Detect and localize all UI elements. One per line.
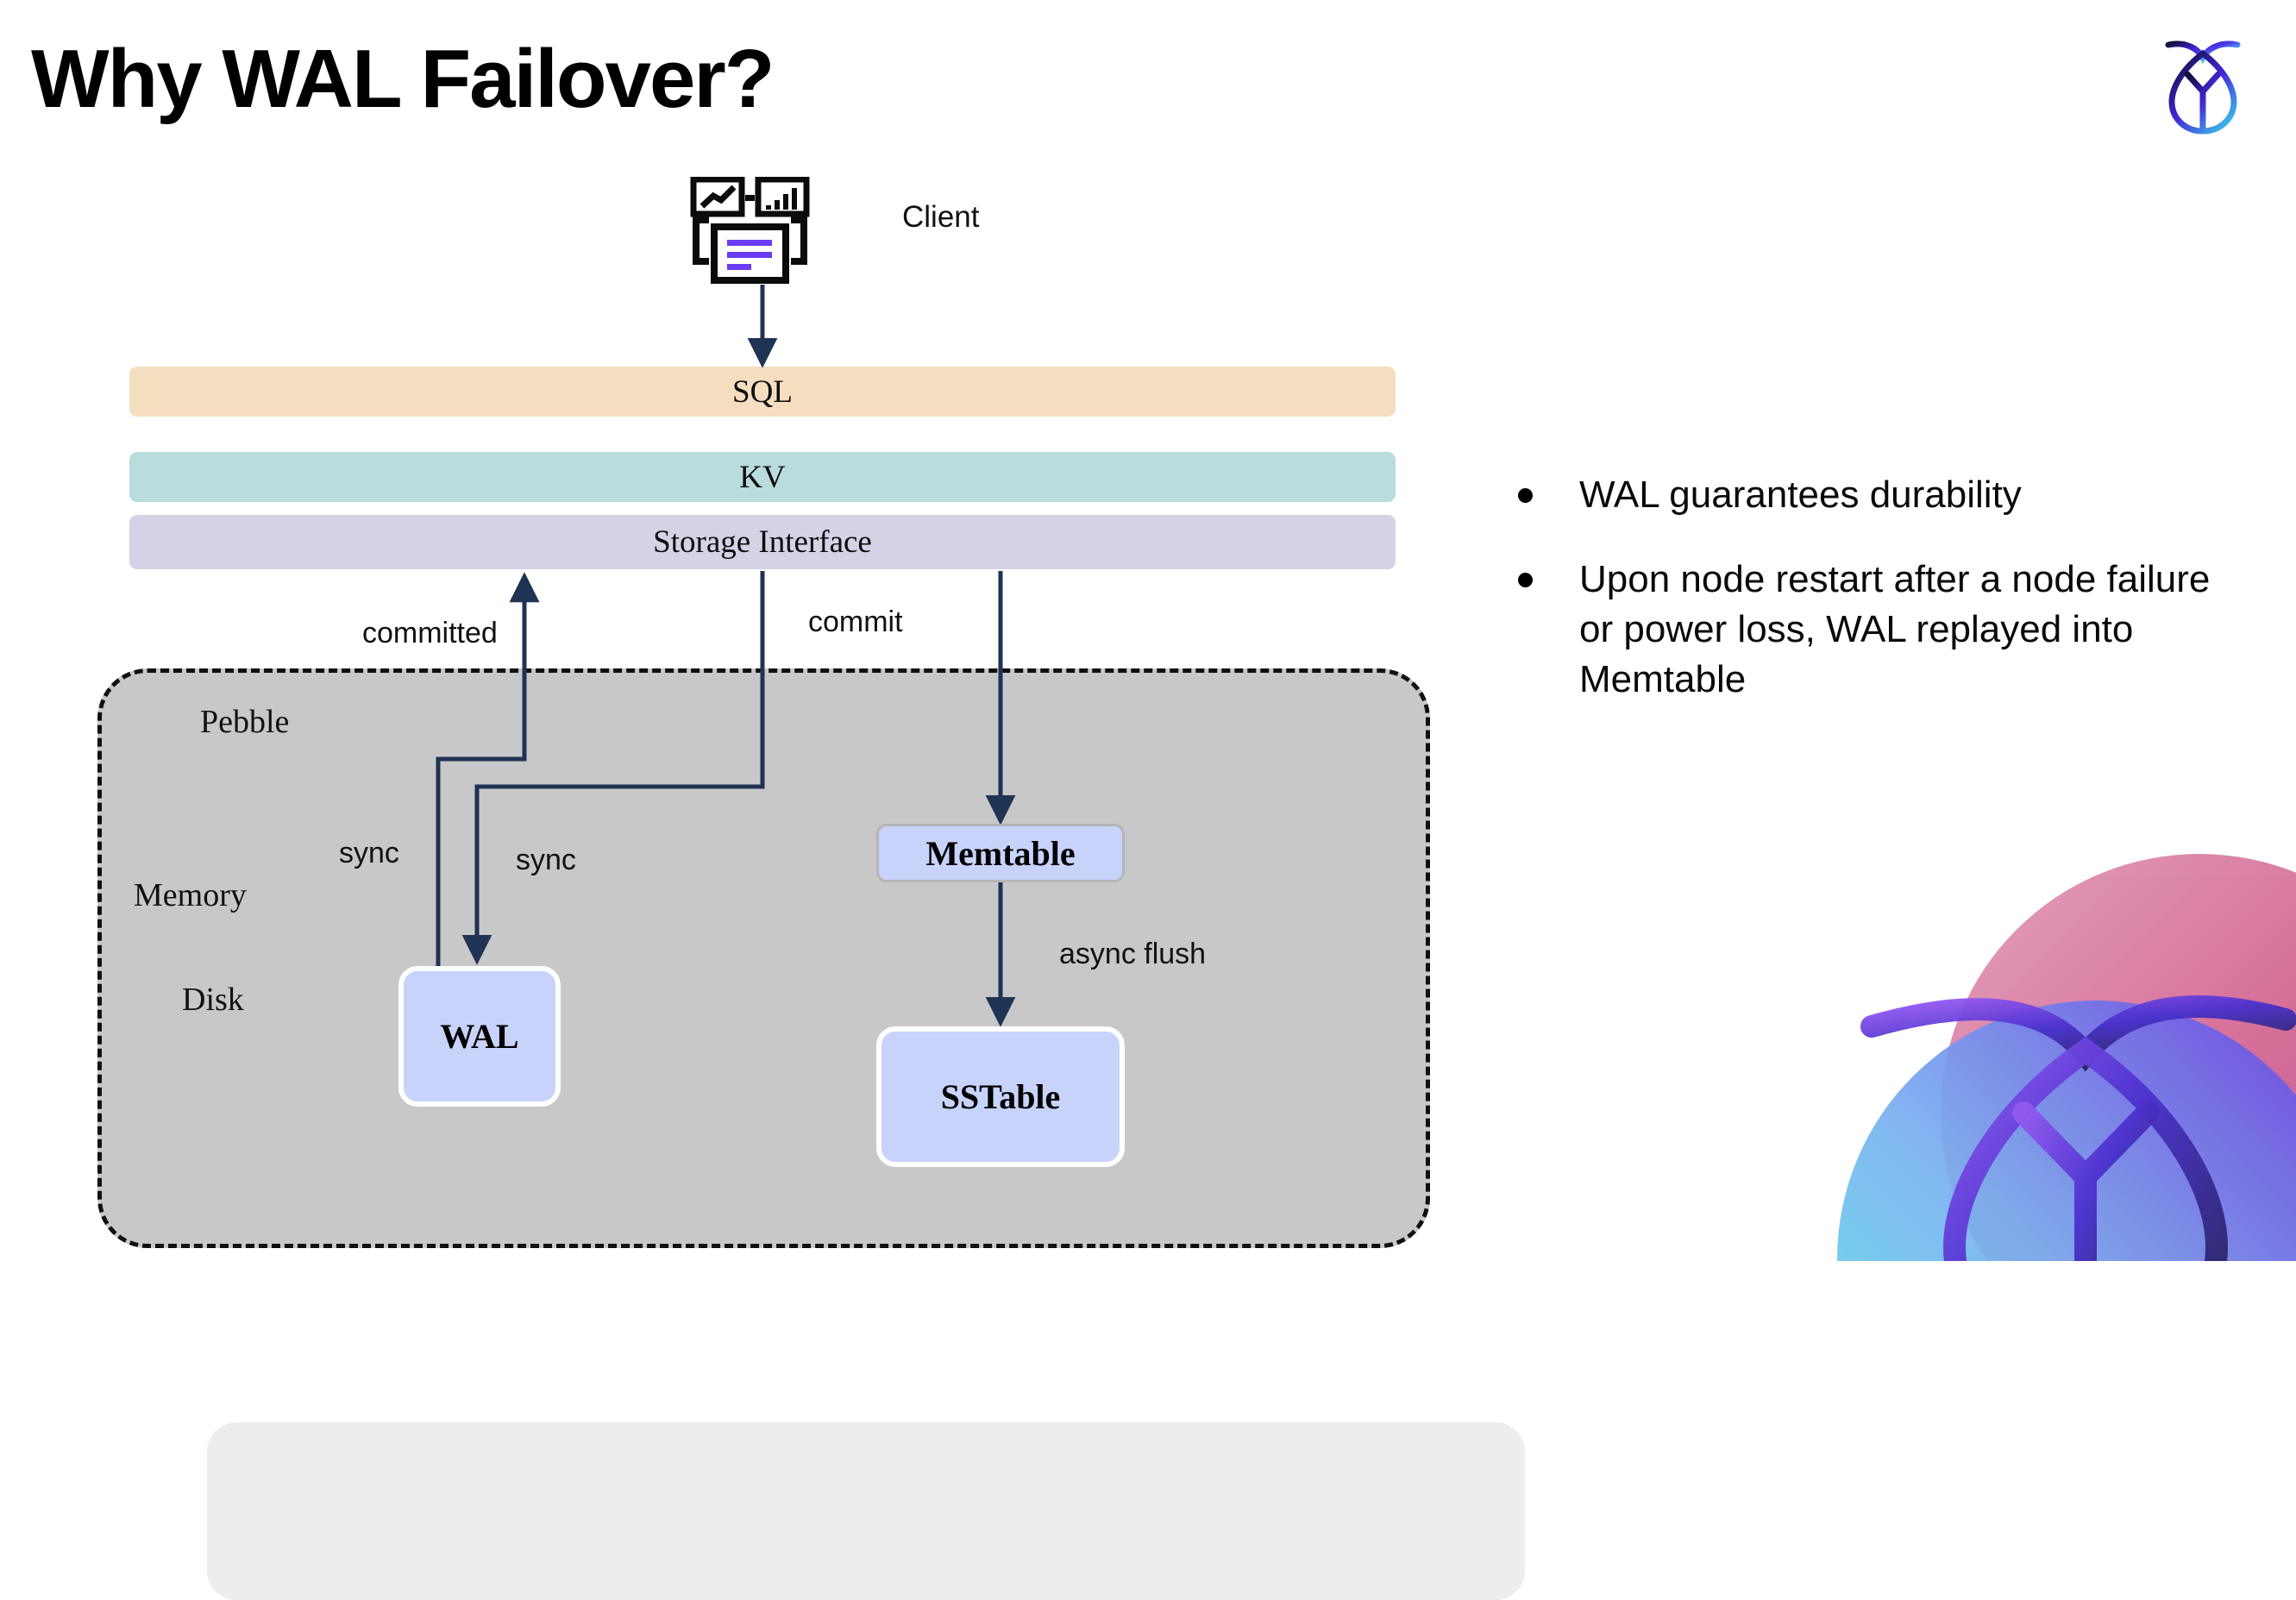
bullet-dot-icon — [1518, 488, 1533, 503]
cockroachdb-logo — [2151, 29, 2255, 141]
list-item: WAL guarantees durability — [1518, 470, 2243, 520]
layer-label-sql: SQL — [732, 373, 793, 410]
node-label-memtable: Memtable — [925, 833, 1076, 873]
pebble-container — [97, 668, 1525, 1600]
layer-bar-kv: KV — [129, 452, 1396, 502]
client-label: Client — [902, 200, 980, 234]
connector-label-sync-b: sync — [516, 844, 576, 876]
pebble-label: Pebble — [200, 704, 290, 740]
bullet-text: Upon node restart after a node failure o… — [1579, 558, 2211, 701]
node-wal: WAL — [398, 966, 561, 1107]
bullet-list: WAL guarantees durability Upon node rest… — [1518, 470, 2243, 739]
node-memtable: Memtable — [876, 824, 1125, 882]
layer-label-storage-interface: Storage Interface — [653, 524, 872, 560]
connector-label-async-flush: async flush — [1059, 938, 1207, 970]
memory-label: Memory — [134, 877, 247, 913]
connector-label-commit: commit — [808, 605, 903, 638]
connector-label-committed: committed — [362, 617, 498, 649]
node-sstable: SSTable — [876, 1026, 1125, 1167]
client-dashboard-icon — [690, 176, 824, 285]
layer-label-kv: KV — [739, 459, 786, 495]
bullet-text: WAL guarantees durability — [1579, 474, 2022, 516]
disk-label: Disk — [182, 982, 244, 1018]
layer-bar-storage-interface: Storage Interface — [129, 515, 1396, 569]
layer-bar-sql: SQL — [129, 367, 1396, 417]
decorative-logo-watermark — [1768, 828, 2296, 1261]
list-item: Upon node restart after a node failure o… — [1518, 555, 2243, 705]
bullet-dot-icon — [1518, 573, 1533, 588]
node-label-sstable: SSTable — [940, 1077, 1061, 1116]
page-title: Why WAL Failover? — [31, 33, 775, 125]
node-label-wal: WAL — [440, 1017, 519, 1056]
memory-region — [207, 1422, 1525, 1600]
connector-label-sync-a: sync — [339, 837, 399, 869]
